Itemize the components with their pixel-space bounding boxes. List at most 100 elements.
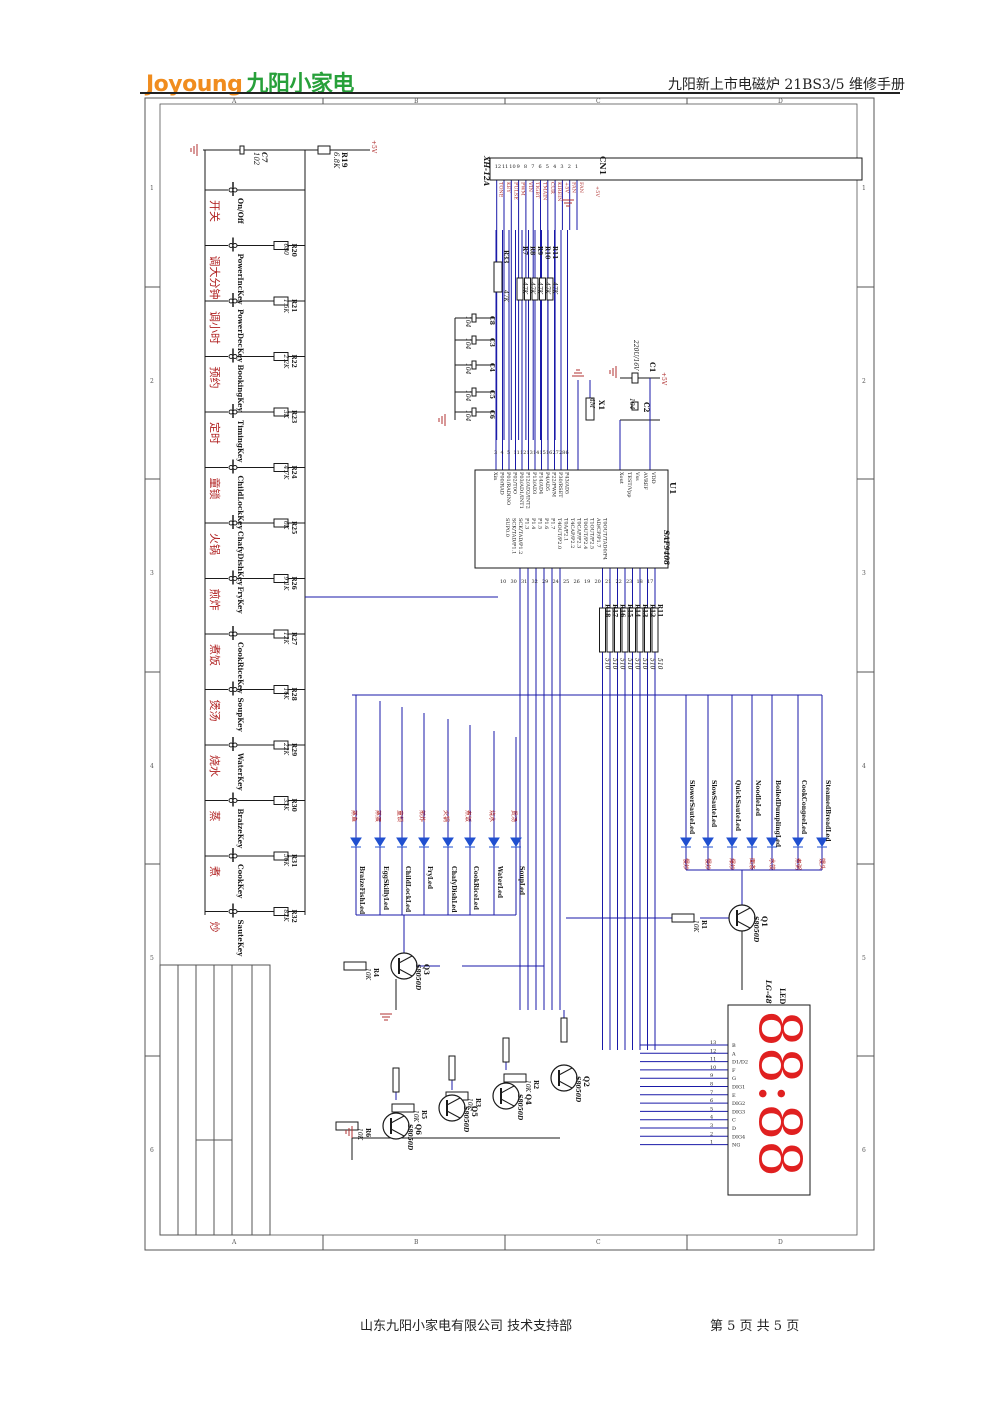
cap-bank-ground <box>438 414 446 426</box>
led-drive-resistor <box>629 607 636 653</box>
cn1-pin-num: 8 <box>524 164 527 170</box>
key-resistor <box>273 296 289 306</box>
mcu-pin-num: 22 <box>616 579 622 585</box>
bank-capacitor <box>471 387 477 397</box>
led-drive-resistor <box>621 607 629 653</box>
cn1-signal: FAN <box>578 182 584 194</box>
display-pin-num: 7 <box>710 1090 713 1096</box>
display-pin-num: 13 <box>710 1040 716 1046</box>
cn1-pin-num: 2 <box>568 164 571 170</box>
transistor-part: S8050D <box>516 1094 523 1121</box>
c2-label: C2 <box>642 402 651 413</box>
r19-label: R19 <box>340 152 349 168</box>
key-res-ref: R26 <box>290 577 297 590</box>
r33-label: R33 <box>502 250 509 263</box>
manual-title: 九阳新上市电磁炉 21BS3/5 维修手册 <box>667 77 905 93</box>
key-contact <box>232 187 238 193</box>
status-led <box>680 837 692 847</box>
crystal-x1 <box>585 397 595 421</box>
zone-label-top: C <box>596 98 601 105</box>
series-res-value: 47K <box>521 281 528 295</box>
cap-value: 104 <box>464 316 471 328</box>
mcu-pin-num: 24 <box>553 579 559 585</box>
lower-ground <box>345 1126 353 1138</box>
led-cn-label: 烧水 <box>488 810 496 822</box>
cn1-signal: KEY <box>505 182 511 193</box>
mcu-pin-num: 32 <box>532 579 538 585</box>
key-res-value: 1.5K <box>282 299 289 314</box>
mcu-power-pin: VDD <box>650 471 656 484</box>
display-pin-num: 3 <box>710 1123 713 1129</box>
status-led <box>350 837 362 847</box>
key-res-ref: R25 <box>290 521 297 534</box>
base-res-value: 10K <box>412 1110 419 1123</box>
drive-resistor <box>502 1037 510 1063</box>
led-cn-label: 慢炒 <box>682 858 690 870</box>
key-resistor <box>273 352 289 361</box>
display-pin-num: 1 <box>710 1140 713 1146</box>
zone-label-left: 3 <box>150 570 154 577</box>
key-cn-label: 童锁 <box>208 478 222 500</box>
cap-value: 104 <box>464 390 471 402</box>
display-pin-signal: DIG4 <box>732 1134 745 1140</box>
series-resistor <box>546 277 554 301</box>
mcu-right-pin: SUP0.0 <box>504 518 510 537</box>
cn1-pin-num: 3 <box>560 164 563 170</box>
drive-resistor <box>448 1055 456 1081</box>
base-resistor <box>335 1121 359 1131</box>
mcu-pin-num: 14 <box>533 450 539 456</box>
led-res-value: 510 <box>641 658 648 670</box>
led-drive-resistor <box>614 607 621 653</box>
mcu-pin-num: 16 <box>546 450 552 456</box>
key-cn-label: 煎炸 <box>208 589 222 611</box>
status-led <box>766 837 778 847</box>
led-cn-label: 火锅 <box>442 810 450 822</box>
key-res-value: 82K <box>282 910 289 923</box>
cn1-ground <box>562 199 574 207</box>
mcu-pin-num: 17 <box>647 579 653 585</box>
mcu-power-pin: TEST/Vpp <box>626 472 632 497</box>
led-cn-label: 蒸鱼 <box>350 810 358 822</box>
cn1-part: XH-12A <box>482 155 491 187</box>
mcu-pin-num: 3 <box>494 450 497 456</box>
display-pin-signal: DIG2 <box>732 1101 745 1107</box>
key-res-value: 22K <box>282 742 289 756</box>
mcu-pin-num: 4 <box>501 450 504 456</box>
mcu-right-pin: T4OUT/P2.0 <box>556 518 562 549</box>
cn1-pin-num: 4 <box>553 164 556 170</box>
r33-value: 47K <box>502 289 509 303</box>
cn1-pin-num: 12 <box>495 164 501 170</box>
key-contact <box>232 742 238 748</box>
transistor-ref: Q4 <box>524 1094 533 1105</box>
mcu-power-pin: Xout <box>618 472 624 484</box>
led-res-value: 510 <box>604 658 611 670</box>
key-name: CookRiceKey <box>236 642 245 694</box>
status-led <box>418 837 430 847</box>
transistor-q2-emitter <box>558 1080 573 1089</box>
mcu-pin-num: 23 <box>626 579 632 585</box>
led-drive-resistor <box>636 607 644 653</box>
display-ref: LED <box>778 988 787 1004</box>
key-res-ref: R32 <box>290 910 297 923</box>
transistor-q4-emitter <box>500 1098 515 1107</box>
bank-capacitor <box>471 335 477 345</box>
mcu-right-pin: P1.3 <box>524 518 530 529</box>
ground-top-left <box>190 144 198 156</box>
bank-capacitor <box>471 313 477 323</box>
base-res-ref: R3 <box>474 1098 481 1107</box>
cap-ref: C3 <box>488 338 495 347</box>
zone-label-top: D <box>778 98 783 105</box>
key-name: SauteKey <box>236 920 245 958</box>
transistor-part: S8050D <box>406 1124 413 1151</box>
key-contact <box>232 354 238 359</box>
inner-border <box>159 103 858 1236</box>
key-contact <box>232 798 238 803</box>
display-pin-signal: E <box>732 1093 736 1099</box>
title-block-box <box>159 964 271 1236</box>
mcu-right-pin: T0OUT/TAD0/P4 <box>602 518 608 560</box>
transistor-ref: Q6 <box>414 1124 423 1135</box>
key-res-value: 56K <box>282 854 289 867</box>
key-cn-label: 定时 <box>208 422 222 444</box>
led-cn-label: 煮粥 <box>794 858 802 870</box>
component-layer <box>190 144 863 1196</box>
